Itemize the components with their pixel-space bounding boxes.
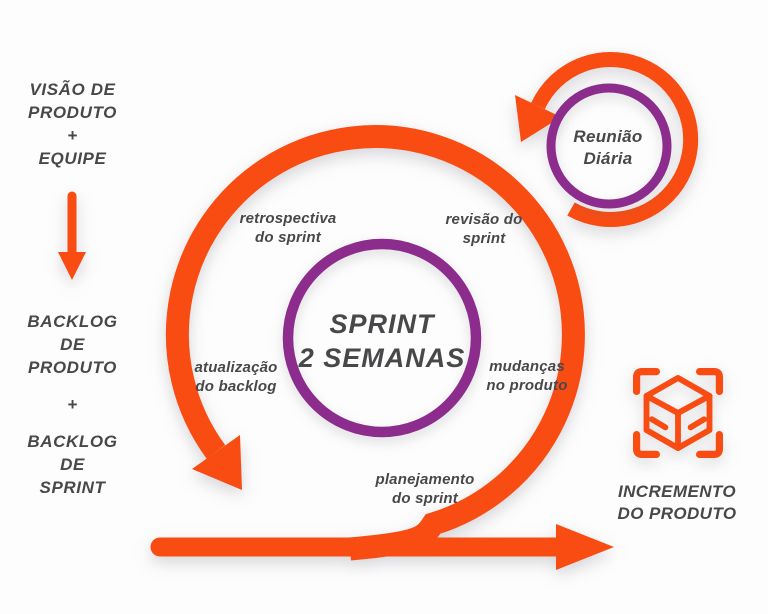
product-vision-block: VISÃO DE PRODUTO + EQUIPE — [0, 78, 145, 170]
purple-circles — [282, 83, 672, 438]
stage-label-mudancas: mudanças no produto — [486, 357, 567, 395]
daily-meeting-line: Reunião — [573, 127, 643, 146]
plus-sign: + — [67, 395, 78, 414]
backlog-line: BACKLOG — [27, 432, 118, 451]
daily-meeting-label: Reunião Diária — [573, 126, 642, 170]
product-increment-label: INCREMENTO DO PRODUTO — [618, 481, 737, 525]
orange-flow-arrows — [58, 52, 699, 570]
sprint-circle — [282, 238, 482, 438]
sprint-label-line: SPRINT — [329, 309, 435, 339]
sprint-label-line: 2 SEMANAS — [298, 343, 466, 373]
stage-label-line: retrospectiva — [239, 210, 337, 227]
backlog-line: DE — [60, 455, 85, 474]
stage-label-line: atualização — [194, 359, 278, 376]
daily-meeting-line: Diária — [583, 149, 633, 168]
sprint-center-label: SPRINT 2 SEMANAS — [299, 307, 466, 375]
daily-loop-arrowhead-icon — [515, 95, 561, 142]
backlog-line: BACKLOG — [27, 312, 118, 331]
bottom-arrowhead-icon — [556, 524, 614, 570]
stage-label-line: planejamento — [375, 471, 475, 488]
backlog-block: BACKLOG DE PRODUTO + BACKLOG DE SPRINT — [0, 310, 145, 499]
stage-label-line: revisão do — [445, 211, 523, 228]
stage-label-atualizacao: atualização do backlog — [194, 358, 277, 396]
vision-line: PRODUTO — [28, 103, 117, 122]
stage-label-line: do backlog — [195, 378, 277, 395]
stage-label-line: mudanças — [489, 358, 565, 375]
backlog-line: PRODUTO — [28, 358, 117, 377]
increment-line: INCREMENTO — [618, 482, 736, 501]
sprint-cycle-arrowhead-icon — [192, 435, 242, 490]
down-arrow-icon — [58, 191, 86, 280]
increment-line: DO PRODUTO — [617, 504, 737, 523]
stage-label-line: sprint — [462, 230, 506, 247]
vision-line: VISÃO DE — [29, 80, 116, 99]
stage-label-retrospectiva: retrospectiva do sprint — [240, 209, 337, 247]
stage-label-line: do sprint — [392, 490, 458, 507]
backlog-line: DE — [60, 335, 85, 354]
stage-label-planejamento: planejamento do sprint — [375, 470, 474, 508]
backlog-line: SPRINT — [39, 478, 106, 497]
plus-sign: + — [67, 126, 78, 145]
stage-label-line: do sprint — [255, 229, 321, 246]
stage-label-line: no produto — [486, 377, 568, 394]
sprint-cycle-arrow — [165, 125, 585, 561]
stage-label-revisao: revisão do sprint — [445, 210, 522, 248]
cube-scan-icon — [633, 368, 724, 459]
vision-line: EQUIPE — [38, 149, 107, 168]
daily-scrum-loop-arrow — [515, 52, 699, 227]
daily-meeting-circle — [546, 83, 672, 209]
